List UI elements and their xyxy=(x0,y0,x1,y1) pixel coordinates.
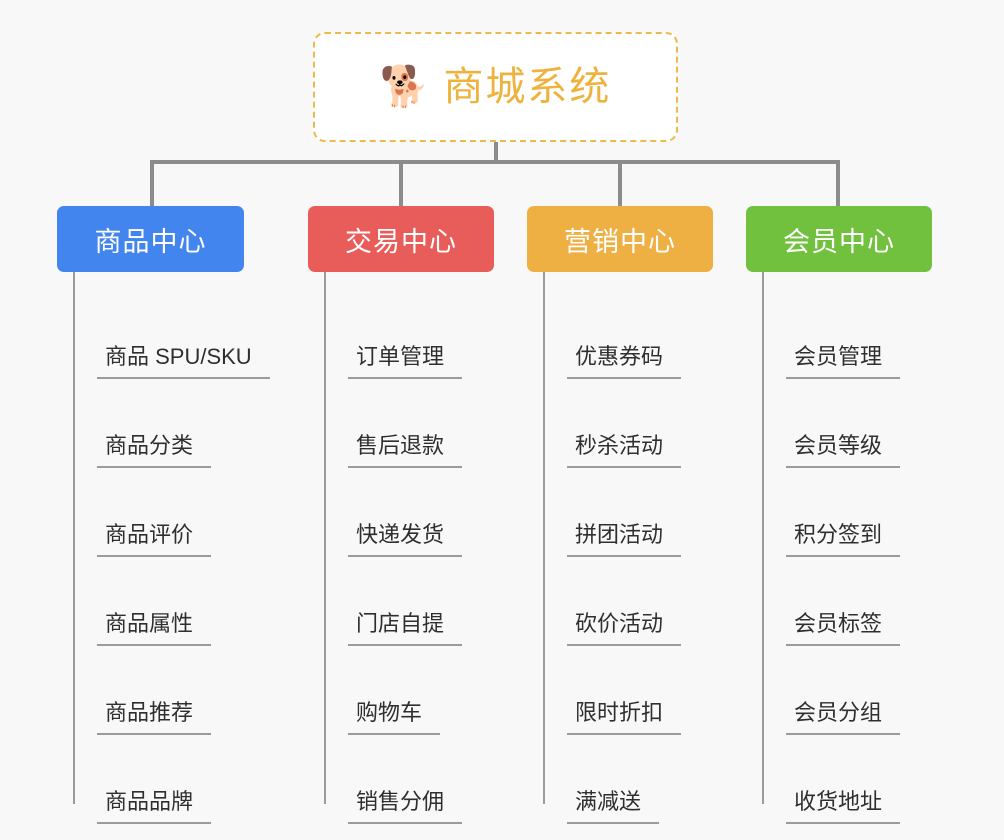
leaf-trunk-line xyxy=(543,272,545,804)
leaf-item[interactable]: 秒杀活动 xyxy=(543,379,713,468)
leaf-item[interactable]: 会员分组 xyxy=(762,646,932,735)
leaf-item-label: 销售分佣 xyxy=(348,788,463,824)
leaf-item-label: 商品推荐 xyxy=(97,699,212,735)
leaf-list-member-center: 会员管理 会员等级 积分签到 会员标签 会员分组 收货地址 xyxy=(762,272,932,824)
leaf-list-marketing-center: 优惠券码 秒杀活动 拼团活动 砍价活动 限时折扣 满减送 xyxy=(543,272,713,824)
leaf-item-label: 砍价活动 xyxy=(567,610,682,646)
leaf-item-label: 门店自提 xyxy=(348,610,463,646)
connector-drop-product-center xyxy=(150,160,154,208)
leaf-item-label: 商品 SPU/SKU xyxy=(97,343,270,379)
branch-member-center: 会员中心 会员管理 会员等级 积分签到 会员标签 会员分组 收货地址 xyxy=(746,206,932,824)
leaf-item[interactable]: 限时折扣 xyxy=(543,646,713,735)
leaf-item-label: 购物车 xyxy=(348,699,441,735)
shiba-dog-face-icon: 🐕 xyxy=(379,65,430,109)
leaf-item[interactable]: 会员等级 xyxy=(762,379,932,468)
connector-drop-trade-center xyxy=(399,160,403,208)
leaf-item[interactable]: 砍价活动 xyxy=(543,557,713,646)
leaf-item[interactable]: 商品推荐 xyxy=(73,646,270,735)
leaf-item-label: 满减送 xyxy=(567,788,660,824)
leaf-item[interactable]: 优惠券码 xyxy=(543,290,713,379)
leaf-item-label: 会员管理 xyxy=(786,343,901,379)
category-header-trade-center[interactable]: 交易中心 xyxy=(308,206,494,272)
leaf-item[interactable]: 积分签到 xyxy=(762,468,932,557)
category-header-product-center[interactable]: 商品中心 xyxy=(57,206,244,272)
leaf-item-label: 会员分组 xyxy=(786,699,901,735)
leaf-item[interactable]: 订单管理 xyxy=(324,290,494,379)
leaf-item-label: 会员标签 xyxy=(786,610,901,646)
branch-trade-center: 交易中心 订单管理 售后退款 快递发货 门店自提 购物车 销售分佣 xyxy=(308,206,494,824)
leaf-list-trade-center: 订单管理 售后退款 快递发货 门店自提 购物车 销售分佣 xyxy=(324,272,494,824)
leaf-item[interactable]: 收货地址 xyxy=(762,735,932,824)
category-header-label: 会员中心 xyxy=(783,226,895,257)
leaf-item[interactable]: 商品品牌 xyxy=(73,735,270,824)
leaf-item[interactable]: 会员标签 xyxy=(762,557,932,646)
leaf-item-label: 秒杀活动 xyxy=(567,432,682,468)
category-header-label: 交易中心 xyxy=(345,226,457,257)
leaf-item[interactable]: 销售分佣 xyxy=(324,735,494,824)
leaf-item-label: 优惠券码 xyxy=(567,343,682,379)
leaf-item-label: 商品分类 xyxy=(97,432,212,468)
leaf-item-label: 快递发货 xyxy=(348,521,463,557)
connector-horizontal-bus xyxy=(150,160,840,164)
leaf-item[interactable]: 商品属性 xyxy=(73,557,270,646)
leaf-trunk-line xyxy=(762,272,764,804)
leaf-item[interactable]: 商品 SPU/SKU xyxy=(73,290,270,379)
connector-drop-marketing-center xyxy=(618,160,622,208)
connector-drop-member-center xyxy=(836,160,840,208)
branch-marketing-center: 营销中心 优惠券码 秒杀活动 拼团活动 砍价活动 限时折扣 满减送 xyxy=(527,206,713,824)
leaf-item-label: 售后退款 xyxy=(348,432,463,468)
category-header-label: 营销中心 xyxy=(564,226,676,257)
branch-product-center: 商品中心 商品 SPU/SKU 商品分类 商品评价 商品属性 商品推荐 商品品牌 xyxy=(57,206,270,824)
leaf-list-product-center: 商品 SPU/SKU 商品分类 商品评价 商品属性 商品推荐 商品品牌 xyxy=(73,272,270,824)
leaf-item[interactable]: 快递发货 xyxy=(324,468,494,557)
root-node[interactable]: 🐕 商城系统 xyxy=(313,32,678,142)
connector-root-stem xyxy=(494,142,498,162)
leaf-trunk-line xyxy=(324,272,326,804)
leaf-item-label: 限时折扣 xyxy=(567,699,682,735)
leaf-item-label: 商品属性 xyxy=(97,610,212,646)
leaf-item[interactable]: 商品评价 xyxy=(73,468,270,557)
leaf-item[interactable]: 拼团活动 xyxy=(543,468,713,557)
leaf-item-label: 收货地址 xyxy=(786,788,901,824)
category-header-member-center[interactable]: 会员中心 xyxy=(746,206,932,272)
leaf-item[interactable]: 满减送 xyxy=(543,735,713,824)
leaf-item[interactable]: 售后退款 xyxy=(324,379,494,468)
category-header-marketing-center[interactable]: 营销中心 xyxy=(527,206,713,272)
leaf-item-label: 商品品牌 xyxy=(97,788,212,824)
leaf-item-label: 商品评价 xyxy=(97,521,212,557)
leaf-item[interactable]: 门店自提 xyxy=(324,557,494,646)
leaf-item-label: 积分签到 xyxy=(786,521,901,557)
leaf-item[interactable]: 会员管理 xyxy=(762,290,932,379)
leaf-item[interactable]: 购物车 xyxy=(324,646,494,735)
leaf-item-label: 会员等级 xyxy=(786,432,901,468)
leaf-item-label: 拼团活动 xyxy=(567,521,682,557)
category-header-label: 商品中心 xyxy=(94,226,207,257)
leaf-item[interactable]: 商品分类 xyxy=(73,379,270,468)
leaf-item-label: 订单管理 xyxy=(348,343,463,379)
leaf-trunk-line xyxy=(73,272,75,804)
root-title: 商城系统 xyxy=(443,65,612,109)
